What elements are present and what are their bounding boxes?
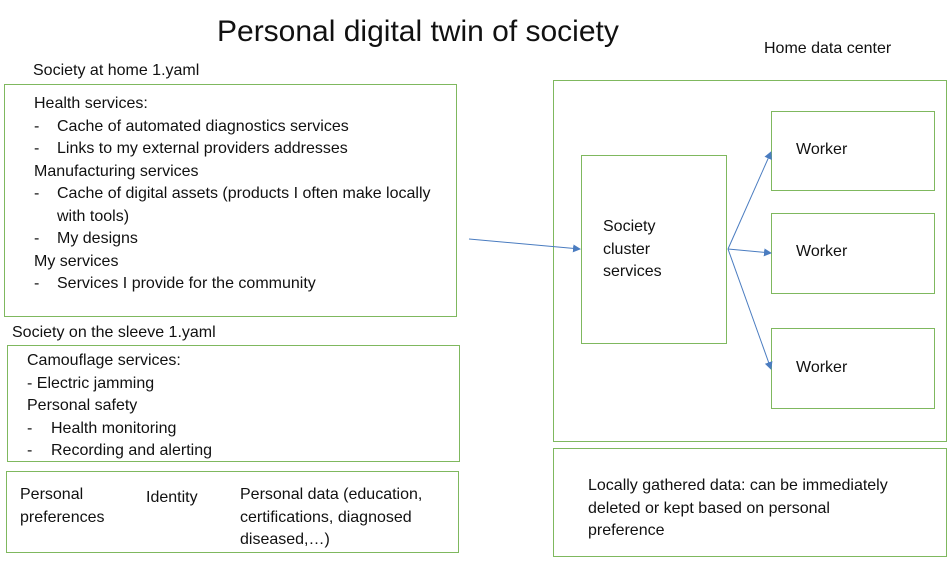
sleeve-bullet-2: Recording and alerting bbox=[51, 442, 212, 459]
worker-box-1: Worker bbox=[771, 111, 935, 191]
worker-box-3: Worker bbox=[771, 328, 935, 409]
arrow-cluster-to-worker-1 bbox=[727, 151, 772, 250]
sleeve-line-3: Personal safety bbox=[27, 397, 138, 414]
home-line-5: with tools) bbox=[57, 208, 130, 225]
worker-box-2: Worker bbox=[771, 213, 935, 294]
local-data-text: Locally gathered data: can be immediatel… bbox=[588, 477, 888, 539]
home-yaml-label: Society at home 1.yaml bbox=[33, 62, 200, 79]
home-line-8: Services I provide for the community bbox=[57, 275, 316, 292]
home-dc-label: Home data center bbox=[764, 40, 892, 57]
bullet-dash: - bbox=[34, 118, 40, 135]
sleeve-line-2: - Electric jamming bbox=[27, 375, 155, 392]
home-line-2: Links to my external providers addresses bbox=[57, 140, 348, 157]
worker-label-1: Worker bbox=[796, 141, 848, 158]
sleeve-bullet-1: Health monitoring bbox=[51, 420, 177, 437]
home-line-7: My services bbox=[34, 253, 119, 270]
bullet-dash: - bbox=[34, 140, 40, 157]
cluster-services-box: Society cluster services bbox=[581, 155, 727, 344]
home-line-0: Health services: bbox=[34, 95, 148, 112]
identity-label: Identity bbox=[146, 489, 198, 506]
bullet-dash: - bbox=[34, 230, 40, 247]
worker-label-2: Worker bbox=[796, 243, 848, 260]
bullet-dash: - bbox=[27, 442, 33, 459]
diagram-title: Personal digital twin of society bbox=[217, 15, 619, 48]
arrow-cluster-to-worker-2 bbox=[727, 248, 772, 257]
home-line-4: Cache of digital assets (products I ofte… bbox=[57, 185, 431, 202]
personal-preferences: Personal preferences bbox=[20, 486, 105, 526]
bullet-dash: - bbox=[27, 420, 33, 437]
bullet-dash: - bbox=[34, 275, 40, 292]
home-line-1: Cache of automated diagnostics services bbox=[57, 118, 349, 135]
home-yaml-box: Health services: - Cache of automated di… bbox=[4, 84, 457, 317]
cluster-services-label: Society cluster services bbox=[603, 218, 662, 280]
worker-label-3: Worker bbox=[796, 359, 848, 376]
home-line-3: Manufacturing services bbox=[34, 163, 199, 180]
bullet-dash: - bbox=[34, 185, 40, 202]
local-data-box: Locally gathered data: can be immediatel… bbox=[553, 448, 947, 557]
sleeve-yaml-box: Camouflage services: - Electric jamming … bbox=[7, 345, 460, 462]
personal-info-box: Personal preferences Identity Personal d… bbox=[6, 471, 459, 553]
home-line-6: My designs bbox=[57, 230, 138, 247]
sleeve-yaml-label: Society on the sleeve 1.yaml bbox=[12, 324, 216, 341]
arrow-yaml-to-cluster bbox=[468, 238, 581, 253]
sleeve-line-1: Camouflage services: bbox=[27, 352, 181, 369]
personal-data: Personal data (education, certifications… bbox=[240, 486, 423, 548]
arrow-cluster-to-worker-3 bbox=[727, 248, 773, 370]
